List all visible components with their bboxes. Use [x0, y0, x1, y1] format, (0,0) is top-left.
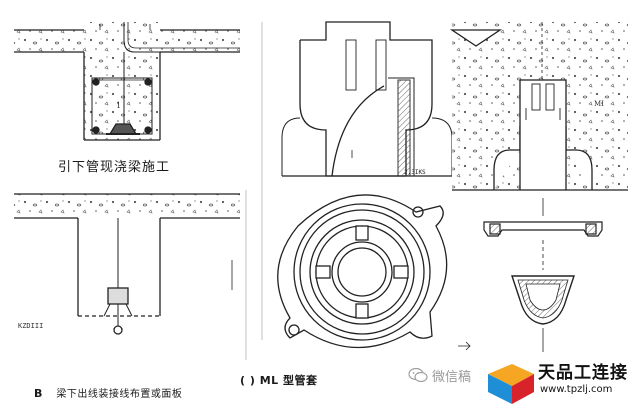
caption-letter: B [34, 387, 43, 400]
panel-embedded-box [449, 22, 628, 191]
panel-box-section [281, 21, 453, 177]
watermark: 微信稿 [408, 364, 471, 386]
panel-dividers [245, 22, 263, 360]
panel-exploded-parts [458, 198, 603, 352]
mark-1: 1 [116, 101, 121, 110]
wechat-icon [408, 367, 428, 383]
mid-top-note: 2.3IKS [404, 169, 426, 176]
right-note: MI [594, 100, 604, 108]
caption-slab-outlet: B 梁下出线装接线布置或面板 [34, 385, 182, 400]
caption-ml-sleeve: ( ) ML 型管套 [240, 374, 318, 387]
brand-name: 天品工连接 [538, 363, 628, 383]
panel-slab-outlet [14, 193, 240, 335]
watermark-text: 微信稿 [432, 369, 472, 385]
panel-beam-section [14, 22, 240, 141]
drawing-mark: KZDIII [18, 322, 44, 330]
panel-ring-plan [277, 194, 448, 349]
brand-logo-icon [488, 364, 534, 404]
brand-url: www.tpzlj.com [540, 384, 613, 395]
caption-slab-text: 梁下出线装接线布置或面板 [56, 389, 183, 400]
caption-beam-construction: 引下管现浇梁施工 [58, 160, 171, 175]
